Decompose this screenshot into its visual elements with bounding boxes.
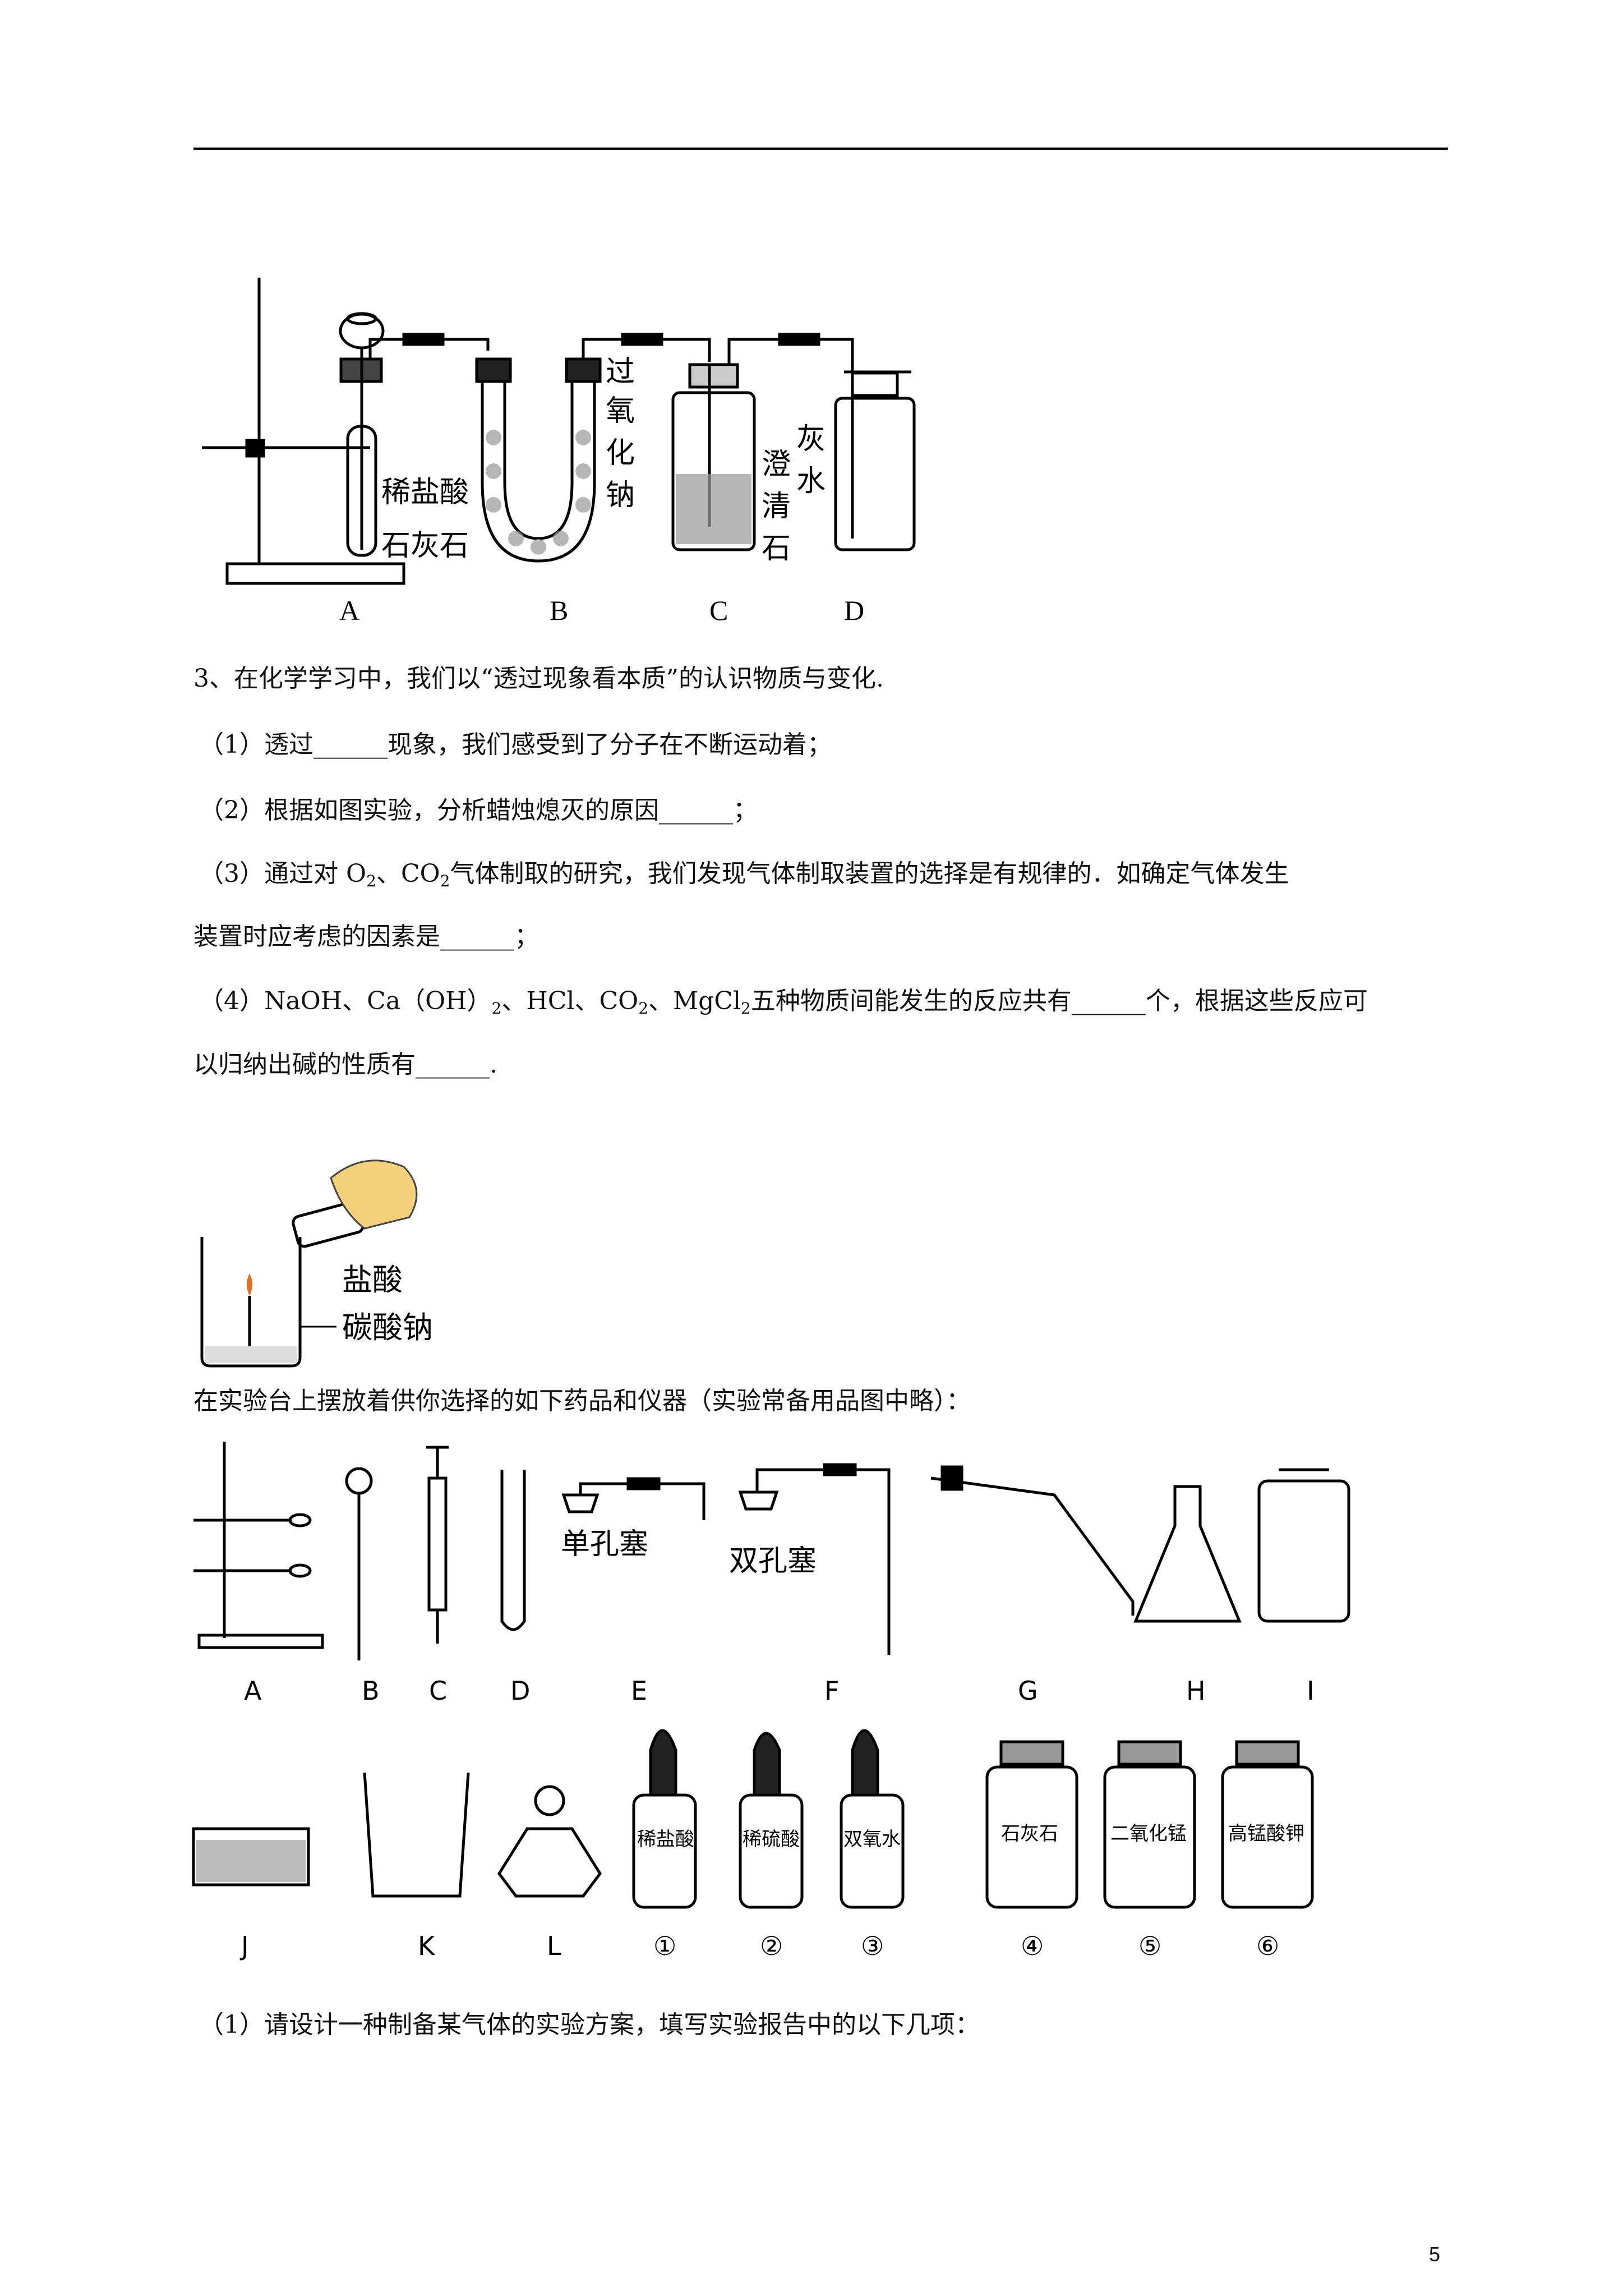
label-b: B bbox=[550, 595, 568, 626]
label-reagent-5: ⑤ bbox=[1138, 1931, 1161, 1961]
label-single-hole-stopper: 单孔塞 bbox=[561, 1527, 648, 1561]
label-reagent-2: ② bbox=[760, 1931, 783, 1961]
question-3-title: 3、在化学学习中，我们以“透过现象看本质”的认识物质与变化. bbox=[193, 664, 884, 693]
bottle-label-dilute-hcl: 稀盐酸 bbox=[637, 1828, 694, 1851]
question-3-part-4-cont: 以归纳出碱的性质有______. bbox=[193, 1050, 497, 1079]
question-design-experiment: （1）请设计一种制备某气体的实验方案，填写实验报告中的以下几项： bbox=[199, 2010, 980, 2039]
label-reagent-3: ③ bbox=[861, 1931, 884, 1961]
header-rule bbox=[193, 148, 1448, 150]
question-3-part-3-cont: 装置时应考虑的因素是______； bbox=[193, 922, 539, 951]
label-instrument-d: D bbox=[510, 1676, 530, 1706]
label-instrument-g: G bbox=[1018, 1676, 1038, 1706]
bottle-label-manganese-dioxide: 二氧化锰 bbox=[1110, 1823, 1187, 1845]
label-instrument-i: I bbox=[1307, 1676, 1315, 1706]
label-instrument-e: E bbox=[631, 1676, 647, 1706]
label-reagent-6: ⑥ bbox=[1256, 1931, 1279, 1961]
label-a: A bbox=[339, 595, 359, 626]
label-b-2: 氧 bbox=[606, 394, 635, 428]
label-reagent-1: ① bbox=[653, 1931, 676, 1961]
label-instrument-c: C bbox=[429, 1676, 447, 1706]
bottle-label-hydrogen-peroxide: 双氧水 bbox=[843, 1828, 901, 1851]
label-instrument-b: B bbox=[362, 1676, 380, 1706]
question-3-part-4: （4）NaOH、Ca（OH）2、HCl、CO2、MgCl2五种物质间能发生的反应… bbox=[199, 987, 1368, 1018]
bottle-label-potassium-permanganate: 高锰酸钾 bbox=[1228, 1823, 1304, 1845]
label-instrument-f: F bbox=[824, 1676, 839, 1706]
label-dilute-hcl: 稀盐酸 bbox=[381, 476, 469, 509]
label-d: D bbox=[844, 595, 864, 626]
instruments-intro: 在实验台上摆放着供你选择的如下药品和仪器（实验常备用品图中略）： bbox=[193, 1387, 971, 1415]
label-instrument-l: L bbox=[547, 1931, 561, 1961]
label-b-1: 过 bbox=[606, 355, 635, 389]
label-reagent-4: ④ bbox=[1021, 1931, 1044, 1961]
page-number: 5 bbox=[1429, 2243, 1441, 2266]
label-hydrochloric-acid: 盐酸 bbox=[342, 1262, 403, 1297]
label-double-hole-stopper: 双孔塞 bbox=[729, 1544, 817, 1578]
label-c-1: 澄 bbox=[762, 448, 791, 481]
label-instrument-k: K bbox=[418, 1931, 436, 1961]
label-c-3: 石 bbox=[762, 532, 791, 565]
label-instrument-h: H bbox=[1186, 1676, 1206, 1706]
label-d-1: 灰 bbox=[796, 422, 826, 456]
figure-candle-beaker: 盐酸 碳酸钠 bbox=[200, 1159, 433, 1368]
label-c-2: 清 bbox=[762, 490, 791, 523]
label-d-2: 水 bbox=[796, 464, 826, 498]
label-instrument-j: J bbox=[239, 1931, 249, 1961]
question-3-part-2: （2）根据如图实验，分析蜡烛熄灭的原因______； bbox=[199, 796, 758, 825]
question-3-part-1: （1）透过______现象，我们感受到了分子在不断运动着； bbox=[199, 730, 832, 759]
bottle-label-limestone: 石灰石 bbox=[1001, 1823, 1058, 1845]
label-b-4: 钠 bbox=[606, 478, 635, 512]
bottle-label-dilute-sulfuric-acid: 稀硫酸 bbox=[743, 1828, 800, 1851]
figure-instruments: 单孔塞 双孔塞 稀盐酸 稀硫酸 双氧水 石灰石 二氧化锰 高锰酸钾 A B C … bbox=[192, 1442, 1350, 1961]
label-sodium-carbonate: 碳酸钠 bbox=[342, 1310, 433, 1345]
question-3-part-3: （3）通过对 O2、CO2气体制取的研究，我们发现气体制取装置的选择是有规律的．… bbox=[199, 859, 1289, 890]
label-b-3: 化 bbox=[606, 436, 635, 470]
label-c: C bbox=[709, 595, 728, 626]
label-limestone: 石灰石 bbox=[381, 529, 469, 563]
label-instrument-a: A bbox=[244, 1676, 262, 1706]
figure-apparatus-abcd: 稀盐酸 石灰石 过 氧 化 钠 澄 清 石 灰 水 A B C D bbox=[202, 278, 916, 626]
